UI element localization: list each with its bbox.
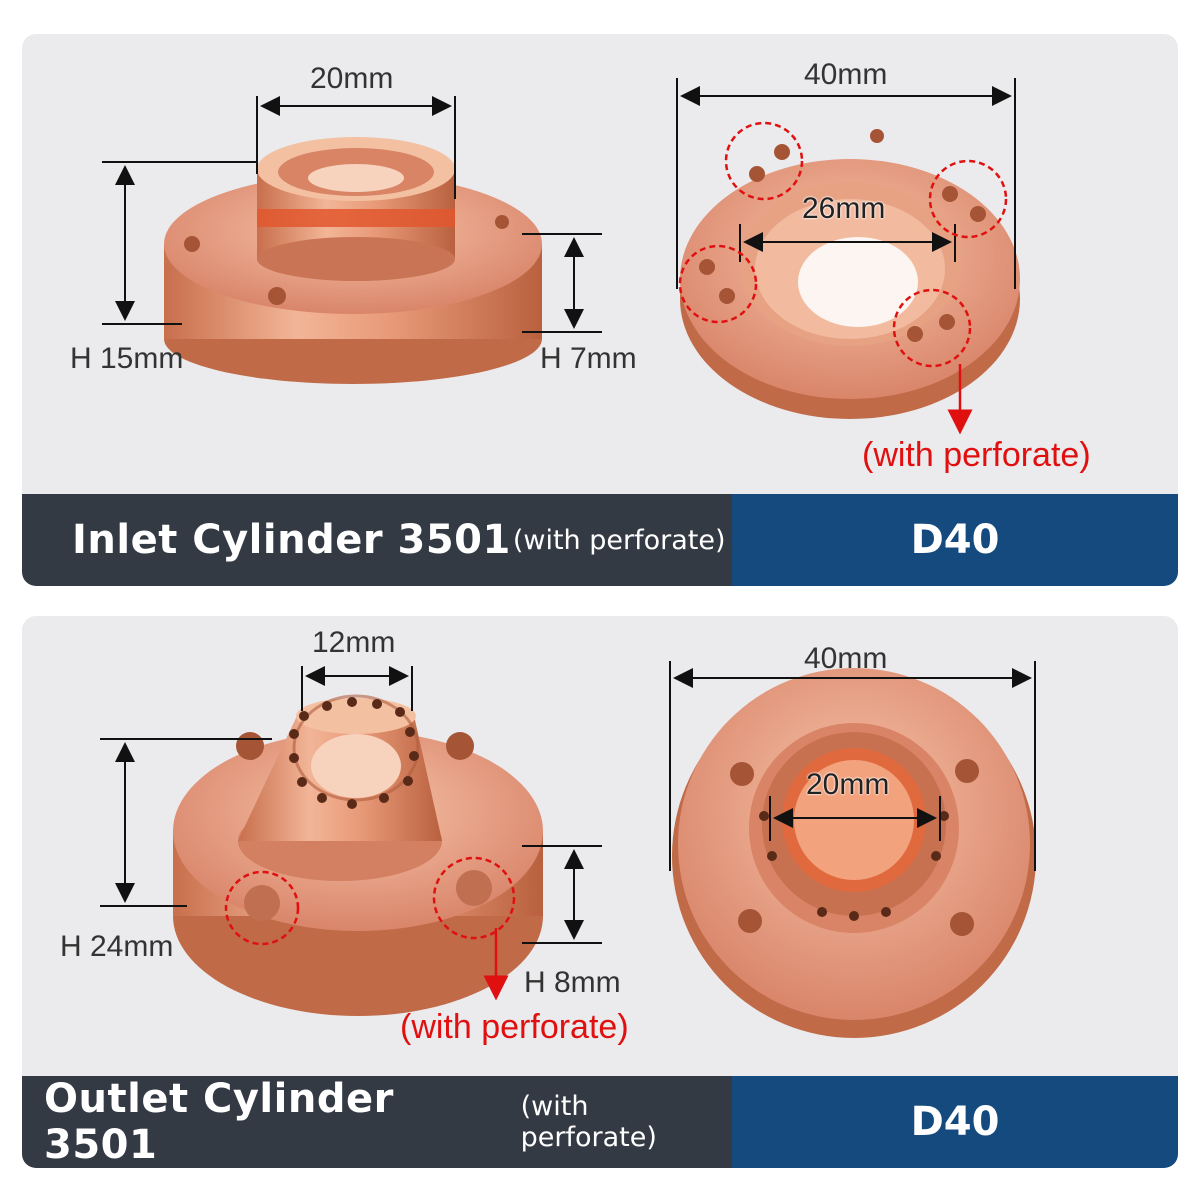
outlet-holes-top <box>289 697 419 809</box>
inlet-inner-diameter-label: 26mm <box>802 192 886 225</box>
outlet-inner-diameter-label: 20mm <box>806 768 890 801</box>
outlet-cylinder-illustration <box>100 661 1036 1038</box>
outlet-perforate-callout: (with perforate) <box>400 1008 629 1046</box>
outlet-product-code: D40 <box>910 1099 1000 1145</box>
outlet-perforate-markers <box>224 856 516 946</box>
inlet-product-subtitle: (with perforate) <box>512 524 726 556</box>
outlet-product-title: Outlet Cylinder 3501 <box>44 1076 394 1168</box>
inlet-caption-right: D40 <box>732 494 1178 586</box>
outlet-top-width-label: 12mm <box>312 626 396 659</box>
inlet-caption-left: Inlet Cylinder 3501 (with perforate) <box>22 494 732 586</box>
inlet-side-view <box>164 137 542 384</box>
outlet-product-subtitle: (with perforate) <box>520 1091 657 1153</box>
inlet-product-code: D40 <box>910 517 1000 563</box>
outlet-dimension-lines <box>100 666 602 944</box>
inlet-height-flange-label: H 7mm <box>540 342 637 375</box>
outlet-bottom-view <box>672 668 1036 1038</box>
inlet-top-view <box>680 129 1020 419</box>
outlet-bottom-dimension-lines <box>669 661 1036 871</box>
outlet-caption-right: D40 <box>732 1076 1178 1168</box>
outlet-caption-bar: Outlet Cylinder 3501 (with perforate) D4… <box>22 1076 1178 1168</box>
inlet-caption-bar: Inlet Cylinder 3501 (with perforate) D40 <box>22 494 1178 586</box>
inlet-perforate-callout: (with perforate) <box>862 436 1091 474</box>
outlet-side-view <box>173 694 543 1016</box>
outlet-caption-left: Outlet Cylinder 3501 (with perforate) <box>22 1076 732 1168</box>
inlet-top-dimension-lines <box>676 78 1016 289</box>
inlet-cylinder-illustration <box>102 78 1020 435</box>
inlet-perforate-markers <box>678 121 1008 368</box>
inlet-height-total-label: H 15mm <box>70 342 184 375</box>
product-panel-outlet: 12mm H 24mm H 8mm 40mm 20mm (with perfor… <box>22 616 1178 1168</box>
inlet-product-title: Inlet Cylinder 3501 <box>72 517 511 563</box>
outlet-height-flange-label: H 8mm <box>524 966 621 999</box>
outlet-outer-diameter-label: 40mm <box>804 642 888 675</box>
inlet-dimension-lines <box>102 96 602 333</box>
outlet-height-total-label: H 24mm <box>60 930 174 963</box>
product-panel-inlet: 20mm H 15mm H 7mm 40mm 26mm (with perfor… <box>22 34 1178 586</box>
inlet-outer-diameter-label: 40mm <box>804 58 888 91</box>
inlet-top-width-label: 20mm <box>310 62 394 95</box>
